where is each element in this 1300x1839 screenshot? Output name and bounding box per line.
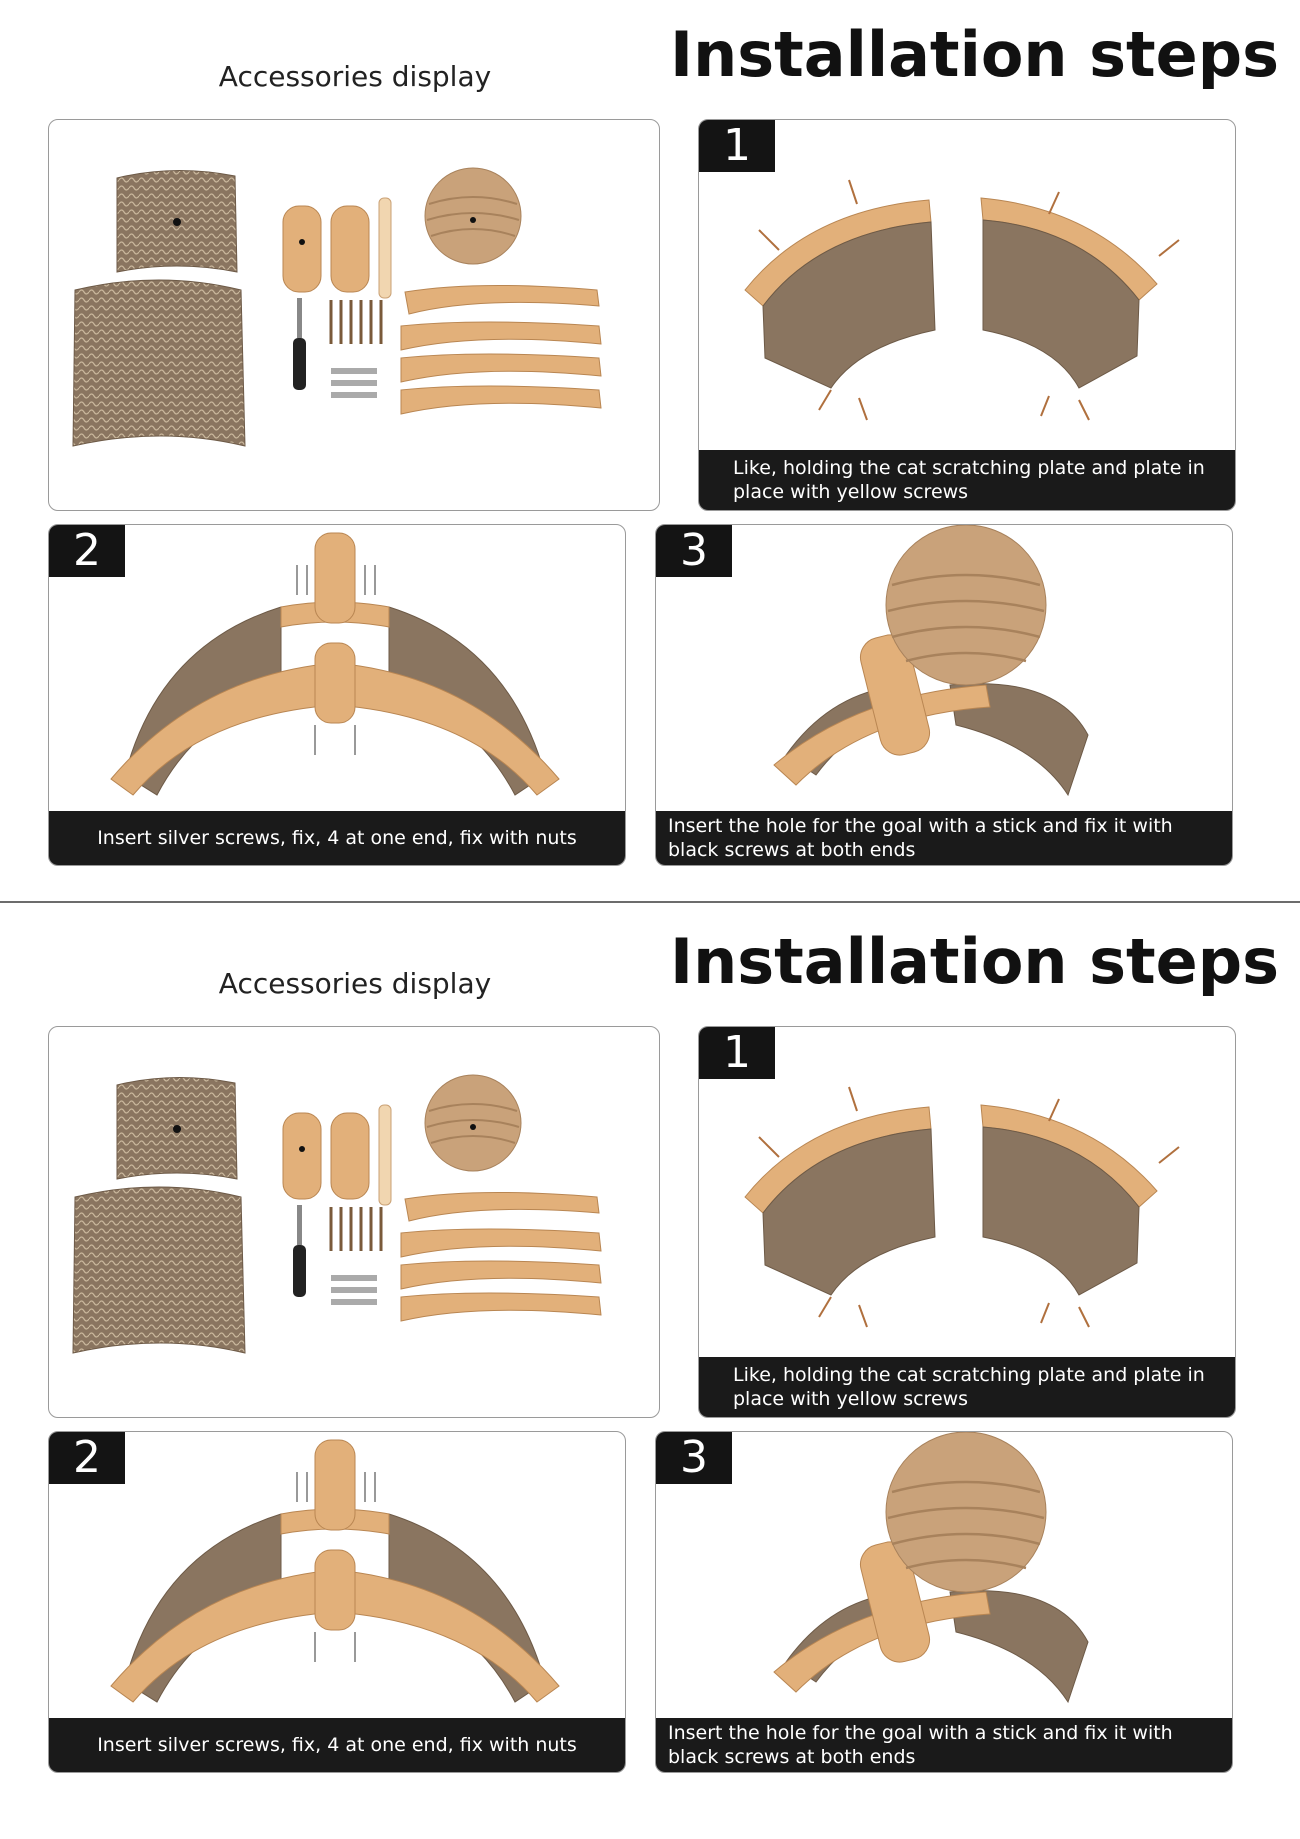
main-title: Installation steps	[670, 18, 1280, 91]
wood-arc-1	[404, 1191, 600, 1222]
nuts-group	[331, 368, 377, 398]
step-1-panel: 1 Like, holding the cat scratching plate…	[698, 119, 1236, 511]
accessories-illustration	[72, 167, 602, 447]
left-half-board	[762, 221, 936, 389]
step-2-panel: 2 Insert silver screws, fix, 4 at one en…	[48, 1431, 626, 1773]
step-3-illustration	[773, 1432, 1089, 1704]
step-3-number: 3	[656, 525, 732, 577]
sisal-ball	[424, 1074, 522, 1172]
step-1-number: 1	[699, 1027, 775, 1079]
step-3-number: 3	[656, 1432, 732, 1484]
silver-screws	[296, 565, 376, 755]
sisal-ball	[885, 525, 1047, 686]
arch-frame-bottom	[110, 662, 560, 796]
base-board-right	[949, 683, 1089, 797]
section-divider	[0, 901, 1300, 903]
arch-frame-bottom	[110, 1569, 560, 1703]
accessories-illustration	[72, 1074, 602, 1354]
cardboard-pad-b	[72, 1186, 246, 1354]
accessories-title: Accessories display	[218, 60, 492, 93]
accessories-panel	[48, 1026, 660, 1418]
step-3-panel: 3 Insert the hole for the goal with a st…	[655, 524, 1233, 866]
accessories-title: Accessories display	[218, 967, 492, 1000]
wood-plate-b2	[330, 1112, 370, 1200]
screwdriver	[297, 1205, 302, 1245]
step-1-number: 1	[699, 120, 775, 172]
step-3-caption: Insert the hole for the goal with a stic…	[656, 811, 1232, 865]
install-section-bottom: Installation steps Accessories display	[0, 907, 1300, 1812]
wood-arc-1	[404, 284, 600, 315]
wood-plate-b1	[282, 205, 322, 293]
step-2-caption: Insert silver screws, fix, 4 at one end,…	[49, 1718, 625, 1772]
step-2-illustration	[110, 1439, 560, 1703]
step-3-caption: Insert the hole for the goal with a stic…	[656, 1718, 1232, 1772]
ball-support-plate	[859, 1541, 931, 1663]
ball-support-plate	[859, 634, 931, 756]
support-plate-bottom	[314, 1549, 356, 1631]
screws-group	[329, 300, 383, 344]
sisal-ball	[424, 167, 522, 265]
step-3-panel: 3 Insert the hole for the goal with a st…	[655, 1431, 1233, 1773]
wood-plate-b2	[330, 205, 370, 293]
wood-plate-b1	[282, 1112, 322, 1200]
step-2-number: 2	[49, 525, 125, 577]
wood-arc-4	[400, 1292, 602, 1322]
wood-arc-3	[400, 1260, 602, 1290]
left-half-board	[762, 1128, 936, 1296]
step-2-number: 2	[49, 1432, 125, 1484]
base-frame	[773, 1591, 991, 1693]
step-1-caption: Like, holding the cat scratching plate a…	[699, 1357, 1235, 1417]
yellow-screws	[758, 1086, 1180, 1328]
wood-arc-2	[400, 1228, 602, 1258]
accessories-panel	[48, 119, 660, 511]
step-3-illustration	[773, 525, 1089, 797]
wood-stick	[378, 1104, 392, 1206]
wood-arc-3	[400, 353, 602, 383]
step-2-panel: 2 Insert silver screws, fix, 4 at one en…	[48, 524, 626, 866]
step-1-caption: Like, holding the cat scratching plate a…	[699, 450, 1235, 510]
base-board-right	[949, 1590, 1089, 1704]
step-1-illustration	[744, 179, 1180, 421]
wood-arc-4	[400, 385, 602, 415]
install-section-top: Installation steps Accessories display	[0, 0, 1300, 905]
screws-group	[329, 1207, 383, 1251]
right-half-board	[982, 219, 1140, 389]
nuts-group	[331, 1275, 377, 1305]
step-2-illustration	[110, 532, 560, 796]
sisal-ball	[885, 1432, 1047, 1593]
support-plate-bottom	[314, 642, 356, 724]
support-plate-top	[314, 1439, 356, 1531]
right-half-board	[982, 1126, 1140, 1296]
step-2-caption: Insert silver screws, fix, 4 at one end,…	[49, 811, 625, 865]
silver-screws	[296, 1472, 376, 1662]
cardboard-pad-b	[72, 279, 246, 447]
support-plate-top	[314, 532, 356, 624]
wood-arc-2	[400, 321, 602, 351]
wood-stick	[378, 197, 392, 299]
yellow-screws	[758, 179, 1180, 421]
screwdriver	[297, 298, 302, 338]
step-1-panel: 1 Like, holding the cat scratching plate…	[698, 1026, 1236, 1418]
step-1-illustration	[744, 1086, 1180, 1328]
base-frame	[773, 684, 991, 786]
main-title: Installation steps	[670, 925, 1280, 998]
